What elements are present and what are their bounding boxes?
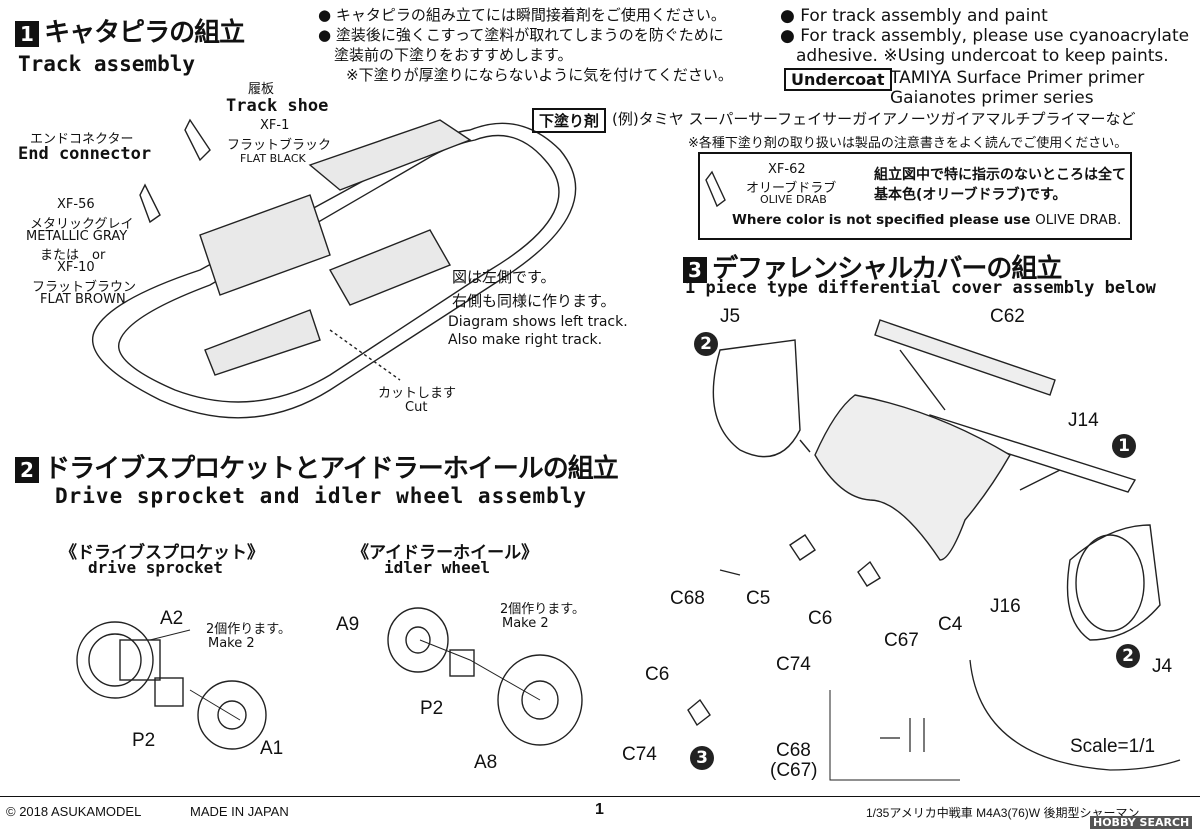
note-jp-3: 塗装前の下塗りをおすすめします。 <box>334 46 573 64</box>
olive-name-en: OLIVE DRAB <box>760 193 827 206</box>
part-a9: A9 <box>336 614 360 635</box>
part-c74-detail: C74 <box>622 744 657 765</box>
xf56-code: XF-56 <box>57 197 95 212</box>
part-a8: A8 <box>474 752 498 773</box>
part-c6-detail: C6 <box>645 664 670 685</box>
footer-copyright: © 2018 ASUKAMODEL <box>6 804 142 819</box>
step3-title-jp: デファレンシャルカバーの組立 <box>712 254 1062 284</box>
undercoat-label: Undercoat <box>784 68 892 91</box>
xf10-code: XF-10 <box>57 260 95 275</box>
part-c68: C68 <box>670 588 705 609</box>
sprocket-jp: 《ドライブスプロケット》 <box>60 543 264 563</box>
part-c4: C4 <box>938 614 963 635</box>
xf1-en: FLAT BLACK <box>240 152 306 165</box>
idler-en: idler wheel <box>384 558 490 577</box>
left-note-en-2: Also make right track. <box>448 332 603 348</box>
footer-rule <box>0 796 1200 797</box>
end-connector-jp: エンドコネクター <box>30 132 134 147</box>
note-jp-1: ● キャタピラの組み立てには瞬間接着剤をご使用ください。 <box>318 6 726 24</box>
olive-text-en: Where color is not specified please use … <box>732 212 1121 228</box>
footer-product: 1/35アメリカ中戦車 M4A3(76)W 後期型シャーマン <box>866 806 1140 820</box>
part-p2-sprocket: P2 <box>132 730 156 751</box>
cut-jp: カットします <box>378 386 457 401</box>
callout-2-right: 2 <box>1116 644 1140 668</box>
xf1-code: XF-1 <box>260 118 290 133</box>
footer-watermark: HOBBY SEARCH <box>1090 816 1193 829</box>
part-a2: A2 <box>160 608 184 629</box>
undercoat-text-1: TAMIYA Surface Primer primer <box>890 68 1145 88</box>
part-c74: C74 <box>776 654 811 675</box>
end-connector-en: End connector <box>18 144 152 164</box>
step1-number: 1 <box>15 21 39 47</box>
part-j5: J5 <box>720 306 741 327</box>
step2-number: 2 <box>15 457 39 483</box>
olive-code: XF-62 <box>768 162 806 177</box>
olive-name-jp: オリーブドラブ <box>746 181 837 196</box>
step1-heading: 1 キャタピラの組立 <box>15 12 245 49</box>
olive-drab-box <box>698 152 1132 240</box>
cut-en: Cut <box>405 400 428 415</box>
or-text: または or <box>40 248 106 263</box>
left-note-jp-2: 右側も同様に作ります。 <box>452 292 616 310</box>
xf1-jp: フラットブラック <box>227 138 332 153</box>
sprocket-en: drive sprocket <box>88 558 223 577</box>
part-c62: C62 <box>990 306 1025 327</box>
left-note-en-1: Diagram shows left track. <box>448 314 628 330</box>
part-c6: C6 <box>808 608 833 629</box>
step1-title-jp: キャタピラの組立 <box>44 18 245 48</box>
note-en-3: adhesive. ※Using undercoat to keep paint… <box>796 46 1169 66</box>
olive-text-jp-1: 組立図中で特に指示のないところは全て <box>874 167 1126 183</box>
part-c67: C67 <box>884 630 919 651</box>
part-j14: J14 <box>1068 410 1099 431</box>
footer-made-in: MADE IN JAPAN <box>190 804 289 819</box>
part-c67-scale: (C67) <box>770 760 818 781</box>
scale-label: Scale=1/1 <box>1070 736 1156 757</box>
primer-label-jp: 下塗り剤 <box>532 108 607 133</box>
track-shoe-jp: 履板 <box>248 82 275 97</box>
primer-note-jp: ※各種下塗り剤の取り扱いは製品の注意書きをよく読んでご使用ください。 <box>688 136 1128 151</box>
xf56-en: METALLIC GRAY <box>26 229 128 244</box>
olive-text-en-b: OLIVE DRAB. <box>1035 212 1122 228</box>
idler-make2-en: Make 2 <box>502 616 549 631</box>
callout-3: 3 <box>690 746 714 770</box>
callout-1: 1 <box>1112 434 1136 458</box>
step2-title-jp: ドライブスプロケットとアイドラーホイールの組立 <box>44 454 619 484</box>
track-shoe-en: Track shoe <box>226 96 329 116</box>
part-a1: A1 <box>260 738 284 759</box>
part-c5: C5 <box>746 588 771 609</box>
note-en-2: ● For track assembly, please use cyanoac… <box>780 26 1190 46</box>
part-j4: J4 <box>1152 656 1173 677</box>
xf10-jp: フラットブラウン <box>32 280 137 295</box>
olive-text-en-a: Where color is not specified please use <box>732 212 1036 228</box>
idler-make2-jp: 2個作ります。 <box>500 602 585 617</box>
callout-2-top: 2 <box>694 332 718 356</box>
idler-jp: 《アイドラーホイール》 <box>352 543 539 563</box>
note-jp-4: ※下塗りが厚塗りにならないように気を付けてください。 <box>346 66 733 84</box>
xf10-en: FLAT BROWN <box>40 292 126 307</box>
olive-text-jp-2: 基本色(オリーブドラブ)です。 <box>874 187 1067 203</box>
note-jp-2: ● 塗装後に強くこすって塗料が取れてしまうのを防ぐために <box>318 26 724 44</box>
sprocket-make2-en: Make 2 <box>208 636 255 651</box>
step3-title-en: 1 piece type differential cover assembly… <box>685 278 1156 298</box>
part-c68-scale: C68 <box>776 740 811 761</box>
step2-heading: 2 ドライブスプロケットとアイドラーホイールの組立 <box>15 448 619 485</box>
note-en-1: ● For track assembly and paint <box>780 6 1048 26</box>
left-note-jp-1: 図は左側です。 <box>452 268 556 286</box>
primer-text-jp: (例)タミヤ スーパーサーフェイサーガイアノーツガイアマルチプライマーなど <box>612 110 1136 128</box>
part-p2-idler: P2 <box>420 698 444 719</box>
step1-title-en: Track assembly <box>18 52 196 76</box>
sprocket-make2-jp: 2個作ります。 <box>206 622 291 637</box>
step2-title-en: Drive sprocket and idler wheel assembly <box>55 484 588 508</box>
footer-page-number: 1 <box>595 801 604 818</box>
xf56-jp: メタリックグレイ <box>30 217 134 232</box>
part-j16: J16 <box>990 596 1021 617</box>
undercoat-text-2: Gaianotes primer series <box>890 88 1094 108</box>
step3-number: 3 <box>683 257 707 283</box>
step3-heading: 3 デファレンシャルカバーの組立 <box>683 248 1062 285</box>
